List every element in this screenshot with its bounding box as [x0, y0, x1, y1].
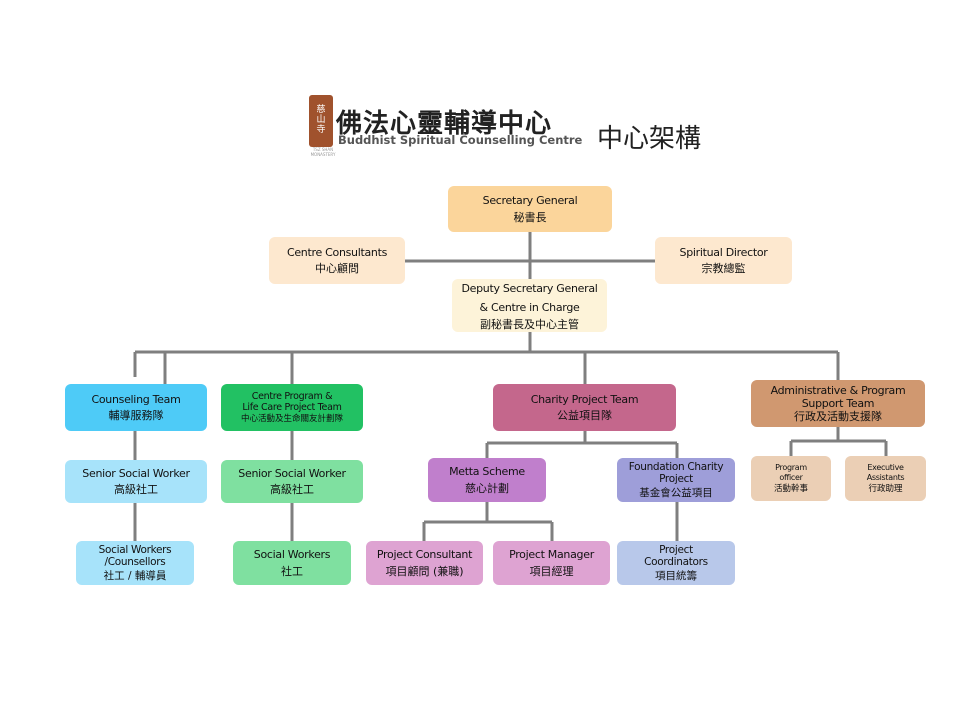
node-program-officer: Program officer 活動幹事 — [751, 456, 831, 501]
node-label-zh: 行政及活動支援隊 — [794, 410, 882, 424]
node-centre-consultants: Centre Consultants 中心顧問 — [269, 237, 405, 284]
node-label-zh: 秘書長 — [513, 210, 547, 224]
node-label-en: Foundation Charity Project — [628, 460, 724, 486]
node-label-en: Secretary General — [482, 194, 578, 208]
logo-seal-char: 慈 — [316, 105, 326, 116]
logo-chinese-name: 佛法心靈輔導中心 — [336, 109, 553, 139]
logo-seal-char: 寺 — [316, 124, 326, 135]
node-label-en: Project Consultant — [376, 548, 473, 562]
node-label-en: Project Manager — [509, 548, 594, 562]
node-label-en: Centre Consultants — [286, 245, 388, 259]
node-label-zh: 中心活動及生命關友計劃隊 — [240, 414, 343, 425]
page-title: 中心架構 — [597, 124, 702, 154]
node-project-manager: Project Manager 項目經理 — [493, 541, 610, 585]
node-label-zh: 社工 / 輔導員 — [103, 569, 167, 582]
node-label-zh: 宗教總監 — [701, 262, 746, 275]
logo-english-name: Buddhist Spiritual Counselling Centre — [338, 133, 583, 147]
node-label-zh: 基金會公益項目 — [639, 486, 713, 499]
node-label-zh: 高級社工 — [270, 483, 314, 496]
node-secretary-general: Secretary General 秘書長 — [448, 186, 612, 232]
node-admin-support-team: Administrative & Program Support Team 行政… — [751, 380, 925, 427]
node-label-zh: 項目經理 — [529, 564, 574, 578]
node-label-zh: 副秘書長及中心主管 — [480, 317, 579, 331]
node-label-zh: 中心顧問 — [315, 262, 359, 275]
node-counseling-team: Counseling Team 輔導服務隊 — [65, 384, 207, 431]
node-label-zh: 高級社工 — [114, 483, 158, 496]
node-label-zh: 社工 — [281, 564, 303, 578]
node-project-consultant: Project Consultant 項目顧問 (兼職) — [366, 541, 483, 585]
node-spiritual-director: Spiritual Director 宗教總監 — [655, 237, 792, 284]
node-label-en: Program officer — [775, 462, 807, 482]
logo-seal: 慈 山 寺 — [309, 95, 333, 147]
node-social-workers-counsellors: Social Workers /Counsellors 社工 / 輔導員 — [76, 541, 194, 585]
node-label-zh: 慈心計劃 — [465, 481, 509, 495]
node-label-zh: 項目顧問 (兼職) — [385, 564, 464, 578]
node-foundation-charity-project: Foundation Charity Project 基金會公益項目 — [617, 458, 735, 502]
node-project-coordinators: Project Coordinators 項目統籌 — [617, 541, 735, 585]
node-label-en: Executive Assistants — [866, 462, 905, 482]
node-label-en: Spiritual Director — [679, 245, 768, 259]
node-label-en: Charity Project Team — [530, 392, 639, 406]
node-label-en: Centre Program & Life Care Project Team — [242, 390, 342, 413]
node-label-en: Deputy Secretary General & Centre in Cha… — [461, 282, 598, 314]
node-program-team: Centre Program & Life Care Project Team … — [221, 384, 363, 431]
node-label-en: Counseling Team — [91, 392, 181, 406]
logo-seal-subtext: TSZ SHAN MONASTERY — [310, 147, 336, 157]
node-label-zh: 輔導服務隊 — [108, 409, 164, 422]
connectors — [133, 232, 888, 541]
node-label-en: Administrative & Program Support Team — [770, 383, 906, 410]
node-senior-social-worker-program: Senior Social Worker 高級社工 — [221, 460, 363, 503]
node-label-en: Metta Scheme — [449, 465, 525, 479]
logo-seal-char: 山 — [316, 115, 326, 126]
node-charity-project-team: Charity Project Team 公益項目隊 — [493, 384, 676, 431]
node-label-en: Senior Social Worker — [82, 466, 190, 480]
node-label-en: Social Workers — [253, 548, 331, 562]
node-metta-scheme: Metta Scheme 慈心計劃 — [428, 458, 546, 502]
node-label-en: Senior Social Worker — [238, 466, 346, 480]
node-label-zh: 行政助理 — [868, 483, 903, 494]
node-executive-assistants: Executive Assistants 行政助理 — [845, 456, 926, 501]
node-label-zh: 公益項目隊 — [557, 409, 612, 422]
node-senior-social-worker-counseling: Senior Social Worker 高級社工 — [65, 460, 207, 503]
node-social-workers: Social Workers 社工 — [233, 541, 351, 585]
node-label-en: Social Workers /Counsellors — [98, 543, 172, 569]
node-label-zh: 項目統籌 — [655, 569, 697, 582]
node-label-zh: 活動幹事 — [773, 483, 808, 494]
node-label-en: Project Coordinators — [644, 543, 708, 569]
node-deputy-secretary-general: Deputy Secretary General & Centre in Cha… — [452, 279, 607, 332]
